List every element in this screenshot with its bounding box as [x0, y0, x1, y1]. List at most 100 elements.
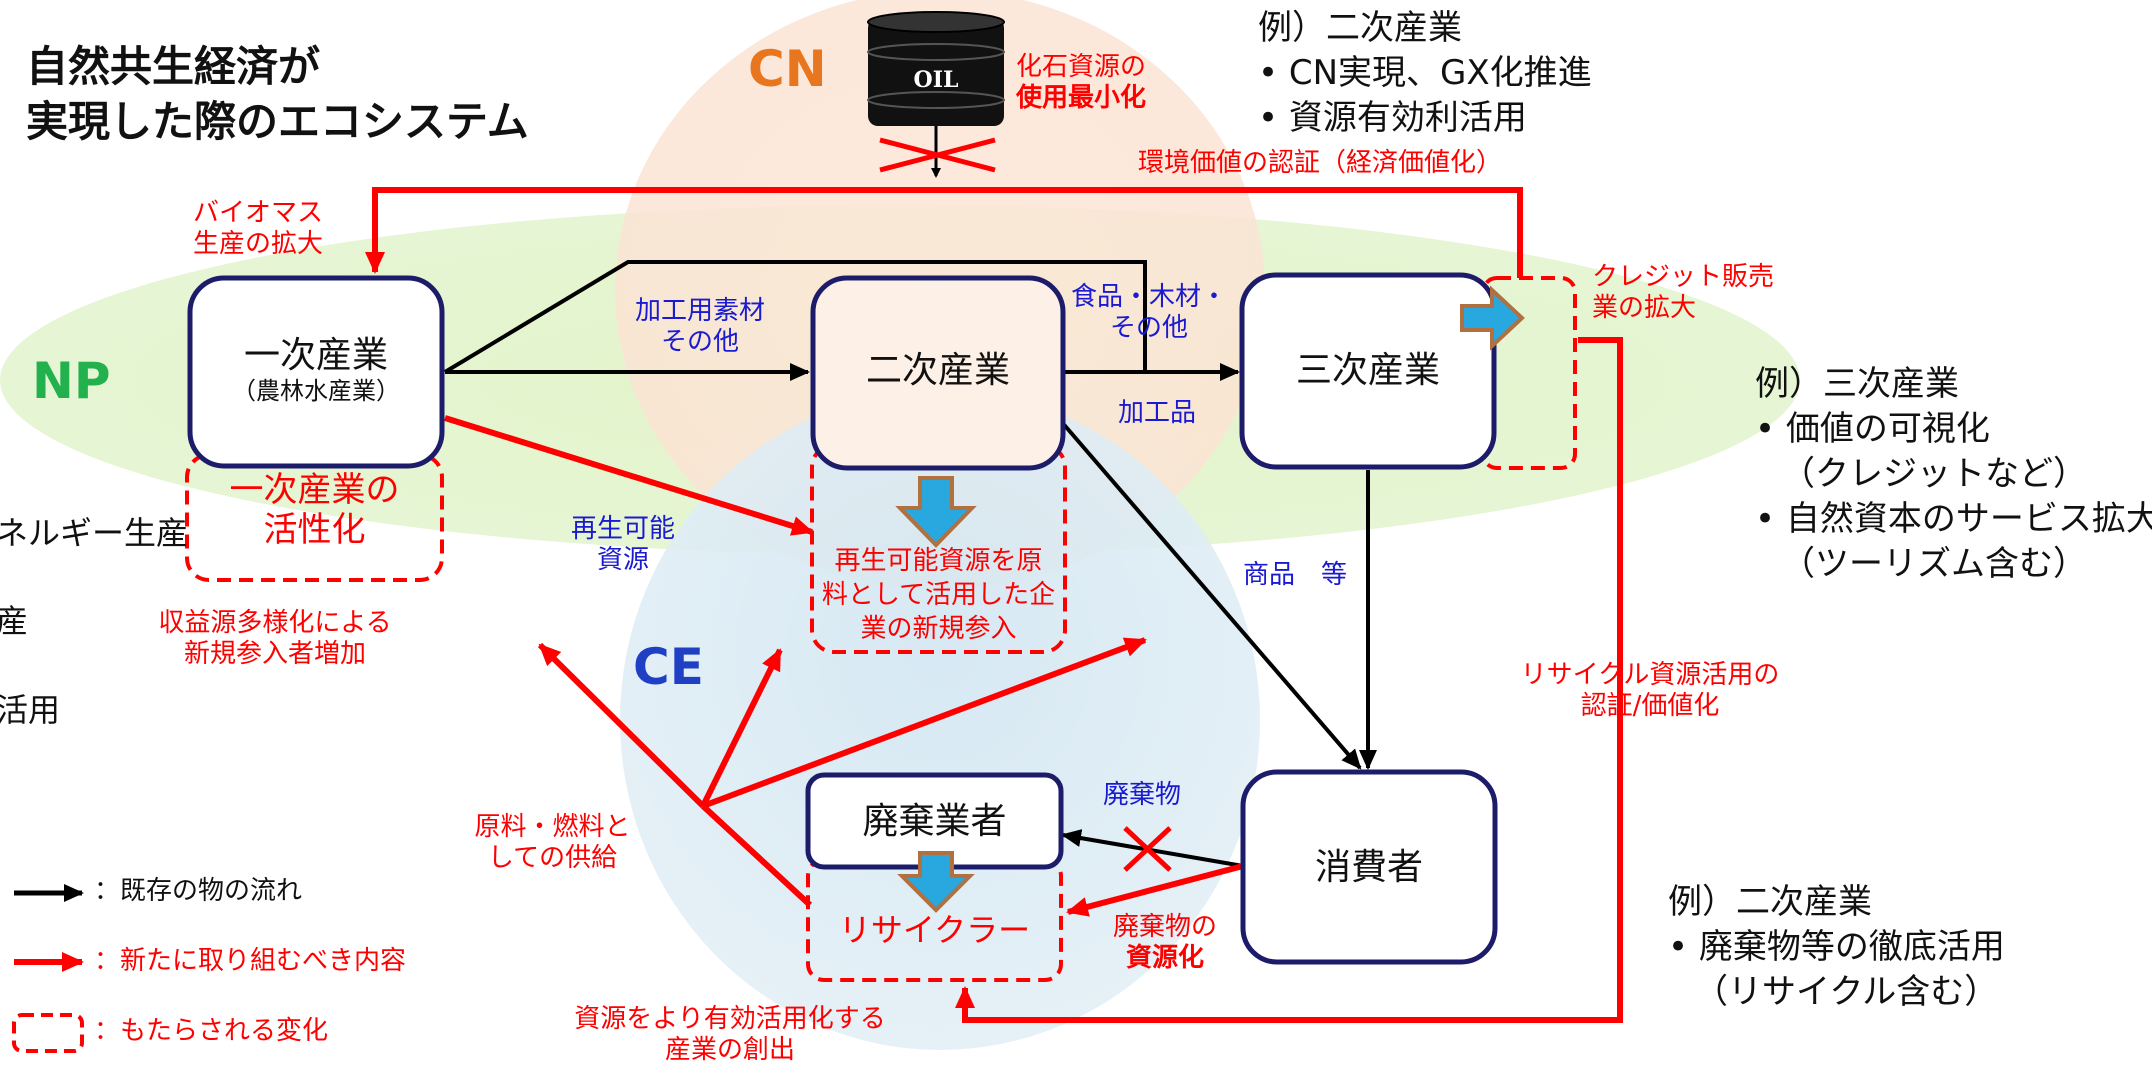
title-line: 自然共生経済が	[26, 42, 321, 91]
label-line: 資源化	[1125, 942, 1204, 973]
products-label: 商品 等	[1243, 560, 1348, 590]
example-item: （ツーリズム含む）	[1781, 543, 2087, 584]
supply-arrow-left	[537, 642, 706, 809]
kakouhin-label: 加工品	[1118, 398, 1197, 428]
left-partial-text: 産	[0, 602, 29, 640]
label-line: 新規参入者増加	[183, 638, 366, 669]
label-line: 廃棄物の	[1112, 912, 1217, 942]
label-line: 食品・木材・	[1070, 282, 1227, 312]
haikibutsu-res-label: 廃棄物の 資源化	[1090, 912, 1240, 973]
left-partial-text: ネルギー生産	[0, 514, 189, 552]
label-line: その他	[660, 326, 739, 357]
change-line: 料として活用した企	[821, 579, 1056, 610]
oil-cross-line	[879, 137, 996, 173]
change-line: 一次産業の	[229, 470, 400, 510]
label-line: リサイクル資源活用の	[1520, 660, 1780, 690]
label-line: 産業の創出	[664, 1034, 795, 1065]
node-secondary-box	[810, 275, 1066, 471]
example-heading: 例）三次産業	[1755, 364, 1959, 404]
example-top: 例）二次産業 • CN実現、GX化推進 • 資源有効利活用	[1258, 6, 1592, 141]
example-bottom: 例）二次産業 • 廃棄物等の徹底活用 （リサイクル含む）	[1668, 880, 2005, 1015]
label-line: 認証/価値化	[1580, 690, 1720, 721]
label-line: バイオマス	[192, 198, 323, 228]
legend-dashed-box-icon	[12, 1013, 84, 1053]
example-heading: 例）二次産業	[1258, 8, 1462, 48]
env-value-label: 環境価値の認証（経済価値化）	[1138, 148, 1503, 178]
label-line: 加工用素材	[634, 296, 765, 326]
consumer-recycler-arrow	[1066, 863, 1244, 917]
example-item: • 価値の可視化	[1755, 408, 1990, 449]
example-item: • 資源有効利活用	[1258, 97, 1527, 138]
credit-label: クレジット販売 業の拡大	[1592, 262, 1774, 323]
env-value-arrow	[365, 187, 1523, 278]
revenue-label: 収益源多様化による 新規参入者増加	[140, 608, 410, 669]
change-arrow-icon	[897, 851, 975, 913]
fossil-label: 化石資源の 使用最小化	[1016, 52, 1146, 113]
node-consumer-label: 消費者	[1314, 847, 1423, 888]
fossil-line: 使用最小化	[1016, 82, 1147, 113]
change-primary-text: 一次産業の 活性化	[187, 470, 442, 550]
node-primary: 一次産業 （農林水産業）	[190, 335, 442, 406]
supply-arrow-right	[701, 637, 1147, 809]
change-arrow-icon	[1460, 285, 1525, 351]
change-secondary-text: 再生可能資源を原 料として活用した企 業の新規参入	[812, 545, 1065, 646]
node-recycler-label: リサイクラー	[838, 911, 1031, 949]
label-line: 再生可能	[570, 514, 675, 544]
flow-consumer-waste	[1061, 829, 1244, 868]
example-item: • CN実現、GX化推進	[1258, 52, 1592, 93]
example-item: （リサイクル含む）	[1694, 971, 1999, 1012]
label-line: 業の拡大	[1592, 292, 1697, 323]
legend-new: ：新たに取り組むべき内容	[94, 946, 407, 976]
title-line: 実現した際のエコシステム	[26, 96, 529, 146]
legend-change: ：もたらされる変化	[94, 1016, 329, 1046]
supply-arrow-up	[700, 648, 783, 808]
example-item: （クレジットなど）	[1781, 453, 2087, 494]
legend-existing: ：既存の物の流れ	[94, 876, 303, 906]
label-line: 原料・燃料と	[474, 812, 631, 842]
label-line: 資源をより有効活用化する	[574, 1004, 886, 1034]
waste-cross-line	[1123, 826, 1172, 872]
label-line: 生産の拡大	[192, 228, 323, 259]
food-wood-label: 食品・木材・ その他	[1064, 282, 1234, 343]
flow-secondary-consumer	[1058, 418, 1362, 770]
node-tertiary-box	[1239, 272, 1497, 470]
node-tertiary-label: 三次産業	[1295, 350, 1440, 391]
label-line: 資源	[596, 544, 649, 575]
fossil-line: 化石資源の	[1016, 52, 1147, 82]
label-line: しての供給	[487, 842, 618, 873]
label-line: 収益源多様化による	[158, 608, 392, 638]
recycle-cert-arrow	[955, 337, 1623, 1023]
change-line: 再生可能資源を原	[834, 546, 1043, 576]
recycler-up-arrow	[700, 803, 813, 908]
page-title: 自然共生経済が 実現した際のエコシステム	[26, 40, 529, 149]
cn-label: CN	[748, 40, 827, 98]
left-partial-text: 活用	[0, 691, 61, 729]
node-primary-sub: （農林水産業）	[232, 377, 400, 406]
change-box-credit	[1481, 276, 1577, 470]
change-box-primary	[185, 453, 444, 582]
recycle-cert-label: リサイクル資源活用の 認証/価値化	[1505, 660, 1795, 721]
node-waste-label: 廃棄業者	[862, 801, 1007, 842]
renewable-arrow	[444, 415, 814, 536]
node-primary-box	[187, 275, 445, 469]
change-arrow-icon	[895, 476, 977, 548]
renewable-label: 再生可能 資源	[548, 514, 698, 575]
oil-barrel-icon: OIL	[867, 11, 1005, 126]
change-line: 業の新規参入	[860, 613, 1017, 644]
kakou-sozai-label: 加工用素材 その他	[610, 296, 790, 357]
flow-primary-tertiary-upper	[443, 260, 1147, 374]
node-secondary-label: 二次産業	[865, 350, 1010, 391]
raw-fuel-label: 原料・燃料と しての供給	[465, 812, 640, 873]
example-item: • 廃棄物等の徹底活用	[1668, 926, 2005, 967]
haikibutsu-label: 廃棄物	[1103, 780, 1182, 810]
ce-label: CE	[633, 638, 704, 696]
oil-text: OIL	[914, 67, 959, 93]
np-label: NP	[32, 352, 111, 410]
change-line: 活性化	[263, 510, 366, 551]
label-line: その他	[1109, 312, 1188, 343]
node-consumer-box	[1240, 769, 1498, 965]
example-heading: 例）二次産業	[1668, 882, 1872, 922]
example-item: • 自然資本のサービス拡大	[1755, 498, 2152, 539]
label-line: クレジット販売	[1592, 262, 1775, 292]
